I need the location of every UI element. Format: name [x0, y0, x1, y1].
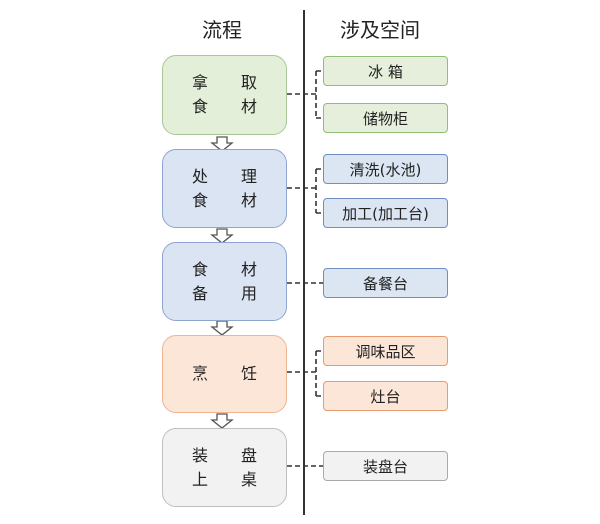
- process-heading: 流程: [202, 18, 242, 42]
- vertical-divider: [303, 10, 305, 515]
- down-arrow-icon: [210, 320, 234, 336]
- connector-step1: [287, 70, 323, 119]
- step-label-line1: 食 材: [191, 259, 272, 279]
- step-cooking: 烹 饪: [162, 335, 287, 413]
- step-label-line2: 食 材: [191, 97, 272, 116]
- step-label-line2: 上 桌: [191, 469, 272, 489]
- down-arrow-icon: [210, 413, 234, 429]
- connector-step2: [287, 168, 323, 214]
- step-label-line2: 食 材: [191, 190, 272, 210]
- step-take-ingredients: 拿 取 食 材: [162, 55, 287, 135]
- down-arrow-icon: [210, 228, 234, 244]
- step-label-line1: 处 理: [191, 166, 272, 186]
- step-label-line1: 拿 取: [191, 73, 272, 92]
- space-stove: 灶台: [323, 381, 448, 411]
- connector-step4: [287, 350, 323, 397]
- space-sink: 清洗(水池): [323, 154, 448, 184]
- step-process-ingredients: 处 理 食 材: [162, 149, 287, 228]
- step-ingredients-ready: 食 材 备 用: [162, 242, 287, 321]
- space-serving-counter: 备餐台: [323, 268, 448, 298]
- space-storage-cabinet: 储物柜: [323, 103, 448, 133]
- step-label-line1: 装 盘: [191, 445, 272, 465]
- space-plating-counter: 装盘台: [323, 451, 448, 481]
- spaces-heading: 涉及空间: [340, 18, 420, 42]
- space-prep-counter: 加工(加工台): [323, 198, 448, 228]
- space-fridge: 冰 箱: [323, 56, 448, 86]
- down-arrow-icon: [210, 136, 234, 152]
- step-label-line2: 备 用: [191, 283, 272, 303]
- space-seasoning-area: 调味品区: [323, 336, 448, 366]
- step-plate-and-serve: 装 盘 上 桌: [162, 428, 287, 507]
- step-label-line1: 烹 饪: [191, 364, 272, 383]
